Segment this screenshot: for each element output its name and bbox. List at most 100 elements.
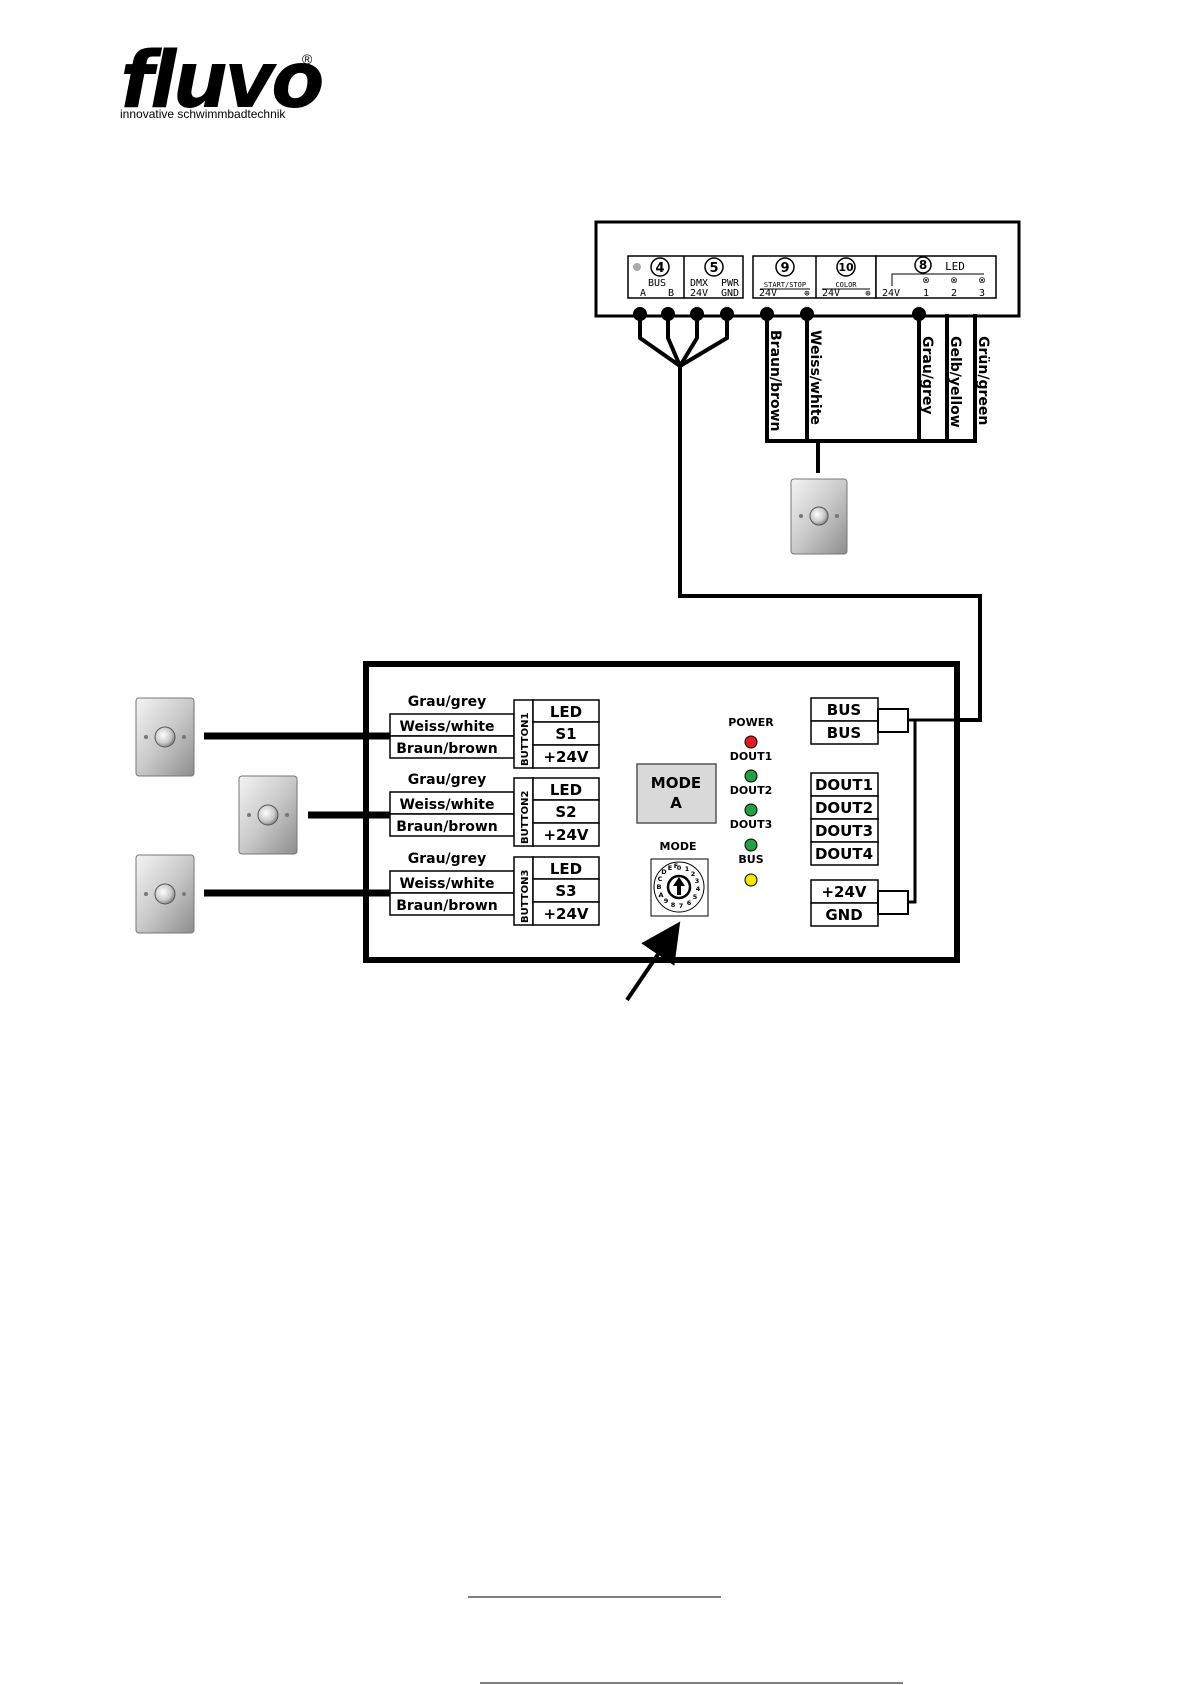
switch-knob <box>154 883 176 905</box>
terminal-label-24v-d: 24V <box>882 288 900 299</box>
led-label-power: POWER <box>728 716 774 729</box>
terminal-label-3: 3 <box>979 288 985 299</box>
power-terminal-block: +24V GND <box>810 879 909 927</box>
rotary-dial-digits: 0 1 2 3 4 5 6 7 8 9 A B C D E F <box>657 862 701 910</box>
dout-terminal-block: DOUT1 DOUT2 DOUT3 DOUT4 <box>810 772 879 866</box>
top-unit: 4 BUS A B 5 DMX 24V PWR GND 9 START/STOP… <box>594 220 1021 318</box>
svg-text:8: 8 <box>671 901 676 909</box>
terminal-label-bus-1: BUS <box>827 701 861 719</box>
terminal-label-dout1: DOUT1 <box>815 776 873 794</box>
wall-switch-2 <box>238 775 298 855</box>
terminal-number-5: 5 <box>709 261 718 276</box>
led-dout1 <box>744 769 758 783</box>
svg-text:E: E <box>668 864 672 872</box>
terminal-label-1: 1 <box>923 288 929 299</box>
wire-label-weiss: Weiss/white <box>400 719 495 735</box>
led-label-dout3: DOUT3 <box>730 818 773 831</box>
mode-switch-label: MODE <box>660 840 697 853</box>
terminal-label-plus-a: ⊕ <box>804 289 809 299</box>
button-block-1: Grau/grey Weiss/white Braun/brown BUTTON… <box>389 694 600 769</box>
push-button-top <box>790 478 848 555</box>
terminal-label-24v-b: 24V <box>759 288 777 299</box>
terminal-label-pwr: PWR <box>721 278 740 289</box>
bus-terminal-block: BUS BUS <box>810 697 909 745</box>
mode-display-line2: A <box>670 794 682 812</box>
led-label-bus: BUS <box>738 853 763 866</box>
terminal-label-gnd: GND <box>721 288 739 299</box>
terminal-number-8: 8 <box>919 258 927 272</box>
led-channel-symbol-2: ⊗ <box>950 275 958 285</box>
wire-label-braun: Braun/brown <box>396 819 498 835</box>
status-dot <box>633 263 641 271</box>
pin-label-led: LED <box>550 860 582 878</box>
up-arrow-icon <box>673 877 685 895</box>
wire-label-weiss: Weiss/white <box>807 330 823 425</box>
svg-text:1: 1 <box>685 865 690 873</box>
switch-wires <box>760 307 977 473</box>
terminal-label-b: B <box>668 288 674 299</box>
internal-bus-wiring <box>908 718 980 904</box>
logo-tagline: innovative schwimmbadtechnik <box>120 107 286 121</box>
terminal-label-start-stop: START/STOP <box>764 281 806 289</box>
wire-label-braun: Braun/brown <box>396 741 498 757</box>
pin-label-24v: +24V <box>543 748 588 766</box>
terminal-label-24v-a: 24V <box>690 288 708 299</box>
led-channel-symbol-3: ⊗ <box>978 275 986 285</box>
wire-label-gelb: Gelb/yellow <box>947 336 963 428</box>
terminal-label-bus: BUS <box>648 278 666 289</box>
svg-text:2: 2 <box>691 870 696 878</box>
led-label-dout1: DOUT1 <box>730 750 773 763</box>
button-block-3: Grau/grey Weiss/white Braun/brown BUTTON… <box>389 851 600 926</box>
svg-text:C: C <box>658 875 663 883</box>
led-power <box>744 735 758 749</box>
terminal-label-dout3: DOUT3 <box>815 822 873 840</box>
pin-label-24v: +24V <box>543 826 588 844</box>
pointer-arrow <box>625 921 681 1002</box>
wire-label-weiss: Weiss/white <box>400 797 495 813</box>
button-block-label: BUTTON3 <box>520 870 531 923</box>
svg-text:F: F <box>674 862 678 870</box>
svg-text:D: D <box>661 868 667 876</box>
button-block-label: BUTTON1 <box>520 713 531 766</box>
terminal-label-color: COLOR <box>835 281 857 289</box>
terminal-block-led <box>875 255 997 299</box>
svg-text:9: 9 <box>664 897 669 905</box>
button-block-label: BUTTON2 <box>520 791 531 844</box>
terminal-label-dmx: DMX <box>690 278 708 289</box>
wire-label-grau: Grau/grey <box>919 336 935 414</box>
led-dout3 <box>744 838 758 852</box>
wire-label-braun: Braun/brown <box>767 330 783 432</box>
led-channel-symbol-1: ⊗ <box>922 275 930 285</box>
wire-label-grau: Grau/grey <box>408 772 486 788</box>
switch-knob <box>154 726 176 748</box>
svg-text:6: 6 <box>687 899 692 907</box>
wire-label-grau: Grau/grey <box>408 851 486 867</box>
button-block-2: Grau/grey Weiss/white Braun/brown BUTTON… <box>389 772 600 847</box>
wire-label-grau: Grau/grey <box>408 694 486 710</box>
logo-wordmark: fluvo <box>120 36 322 126</box>
wire-label-weiss: Weiss/white <box>400 876 495 892</box>
terminal-block-start-color <box>752 255 877 299</box>
wall-switch-1 <box>135 697 195 777</box>
mode-display <box>636 763 717 824</box>
mode-rotary-switch[interactable]: 0 1 2 3 4 5 6 7 8 9 A B C D E F <box>650 858 709 917</box>
led-label-dout2: DOUT2 <box>730 784 773 797</box>
wire-label-gruen: Grün/green <box>975 336 991 425</box>
terminal-label-a: A <box>640 288 646 299</box>
pin-label-s2: S2 <box>555 803 576 821</box>
svg-text:5: 5 <box>693 893 698 901</box>
terminal-number-4: 4 <box>655 261 664 276</box>
pin-label-24v: +24V <box>543 905 588 923</box>
switch-knob <box>809 506 829 526</box>
pin-label-s3: S3 <box>555 882 576 900</box>
terminal-label-plus24v: +24V <box>821 883 866 901</box>
led-dout2 <box>744 803 758 817</box>
terminal-number-10: 10 <box>838 261 854 274</box>
status-leds: POWER DOUT1 DOUT2 DOUT3 BUS <box>728 716 774 887</box>
pin-label-s1: S1 <box>555 725 576 743</box>
terminal-label-gnd-2: GND <box>825 906 862 924</box>
fluvo-logo: fluvo ® innovative schwimmbadtechnik <box>120 36 326 126</box>
svg-text:7: 7 <box>679 902 684 910</box>
terminal-label-led: LED <box>945 260 965 273</box>
